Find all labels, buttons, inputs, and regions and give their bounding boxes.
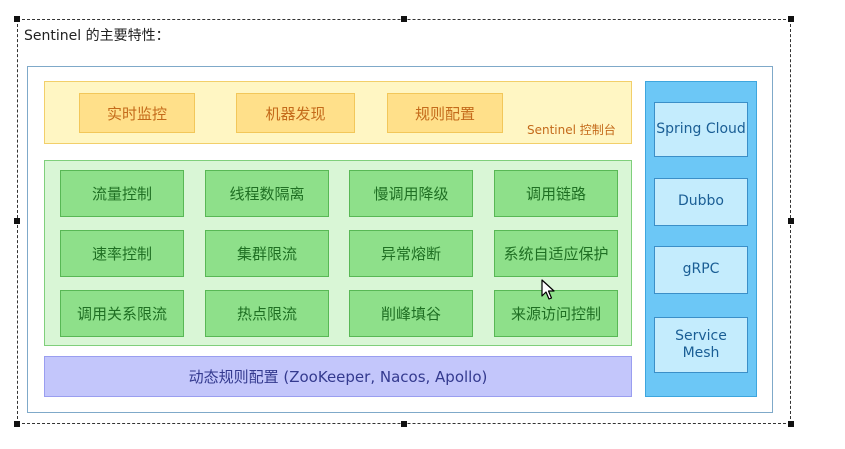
feature-thread-isolation: 线程数隔离 (205, 170, 329, 217)
feature-flow-control: 流量控制 (60, 170, 184, 217)
integration-grpc: gRPC (654, 246, 748, 294)
feature-exception-break: 异常熔断 (349, 230, 473, 277)
feature-call-chain: 调用链路 (494, 170, 618, 217)
resize-handle-bottom-left[interactable] (14, 421, 20, 427)
feature-rate-control: 速率控制 (60, 230, 184, 277)
dashboard-item-rules: 规则配置 (387, 93, 503, 133)
dashboard-item-discovery: 机器发现 (236, 93, 355, 133)
feature-slow-call-degrade: 慢调用降级 (349, 170, 473, 217)
resize-handle-top-left[interactable] (14, 16, 20, 22)
resize-handle-right[interactable] (788, 218, 794, 224)
feature-peak-shaving: 削峰填谷 (349, 290, 473, 337)
feature-origin-control: 来源访问控制 (494, 290, 618, 337)
dashboard-item-monitoring: 实时监控 (79, 93, 195, 133)
feature-adaptive-protection: 系统自适应保护 (494, 230, 618, 277)
mouse-cursor-icon (541, 279, 555, 300)
resize-handle-top-right[interactable] (788, 16, 794, 22)
resize-handle-left[interactable] (14, 218, 20, 224)
feature-cluster-limit: 集群限流 (205, 230, 329, 277)
integration-spring-cloud: Spring Cloud (654, 102, 748, 157)
diagram-caption: Sentinel 的主要特性： (24, 28, 170, 44)
integration-dubbo: Dubbo (654, 178, 748, 226)
resize-handle-bottom-right[interactable] (788, 421, 794, 427)
resize-handle-top[interactable] (401, 16, 407, 22)
feature-hotspot-limit: 热点限流 (205, 290, 329, 337)
dashboard-label: Sentinel 控制台 (527, 123, 616, 137)
feature-relation-limit: 调用关系限流 (60, 290, 184, 337)
dynamic-config-bar: 动态规则配置 (ZooKeeper, Nacos, Apollo) (44, 356, 632, 397)
resize-handle-bottom[interactable] (401, 421, 407, 427)
integration-service-mesh: Service Mesh (654, 317, 748, 373)
